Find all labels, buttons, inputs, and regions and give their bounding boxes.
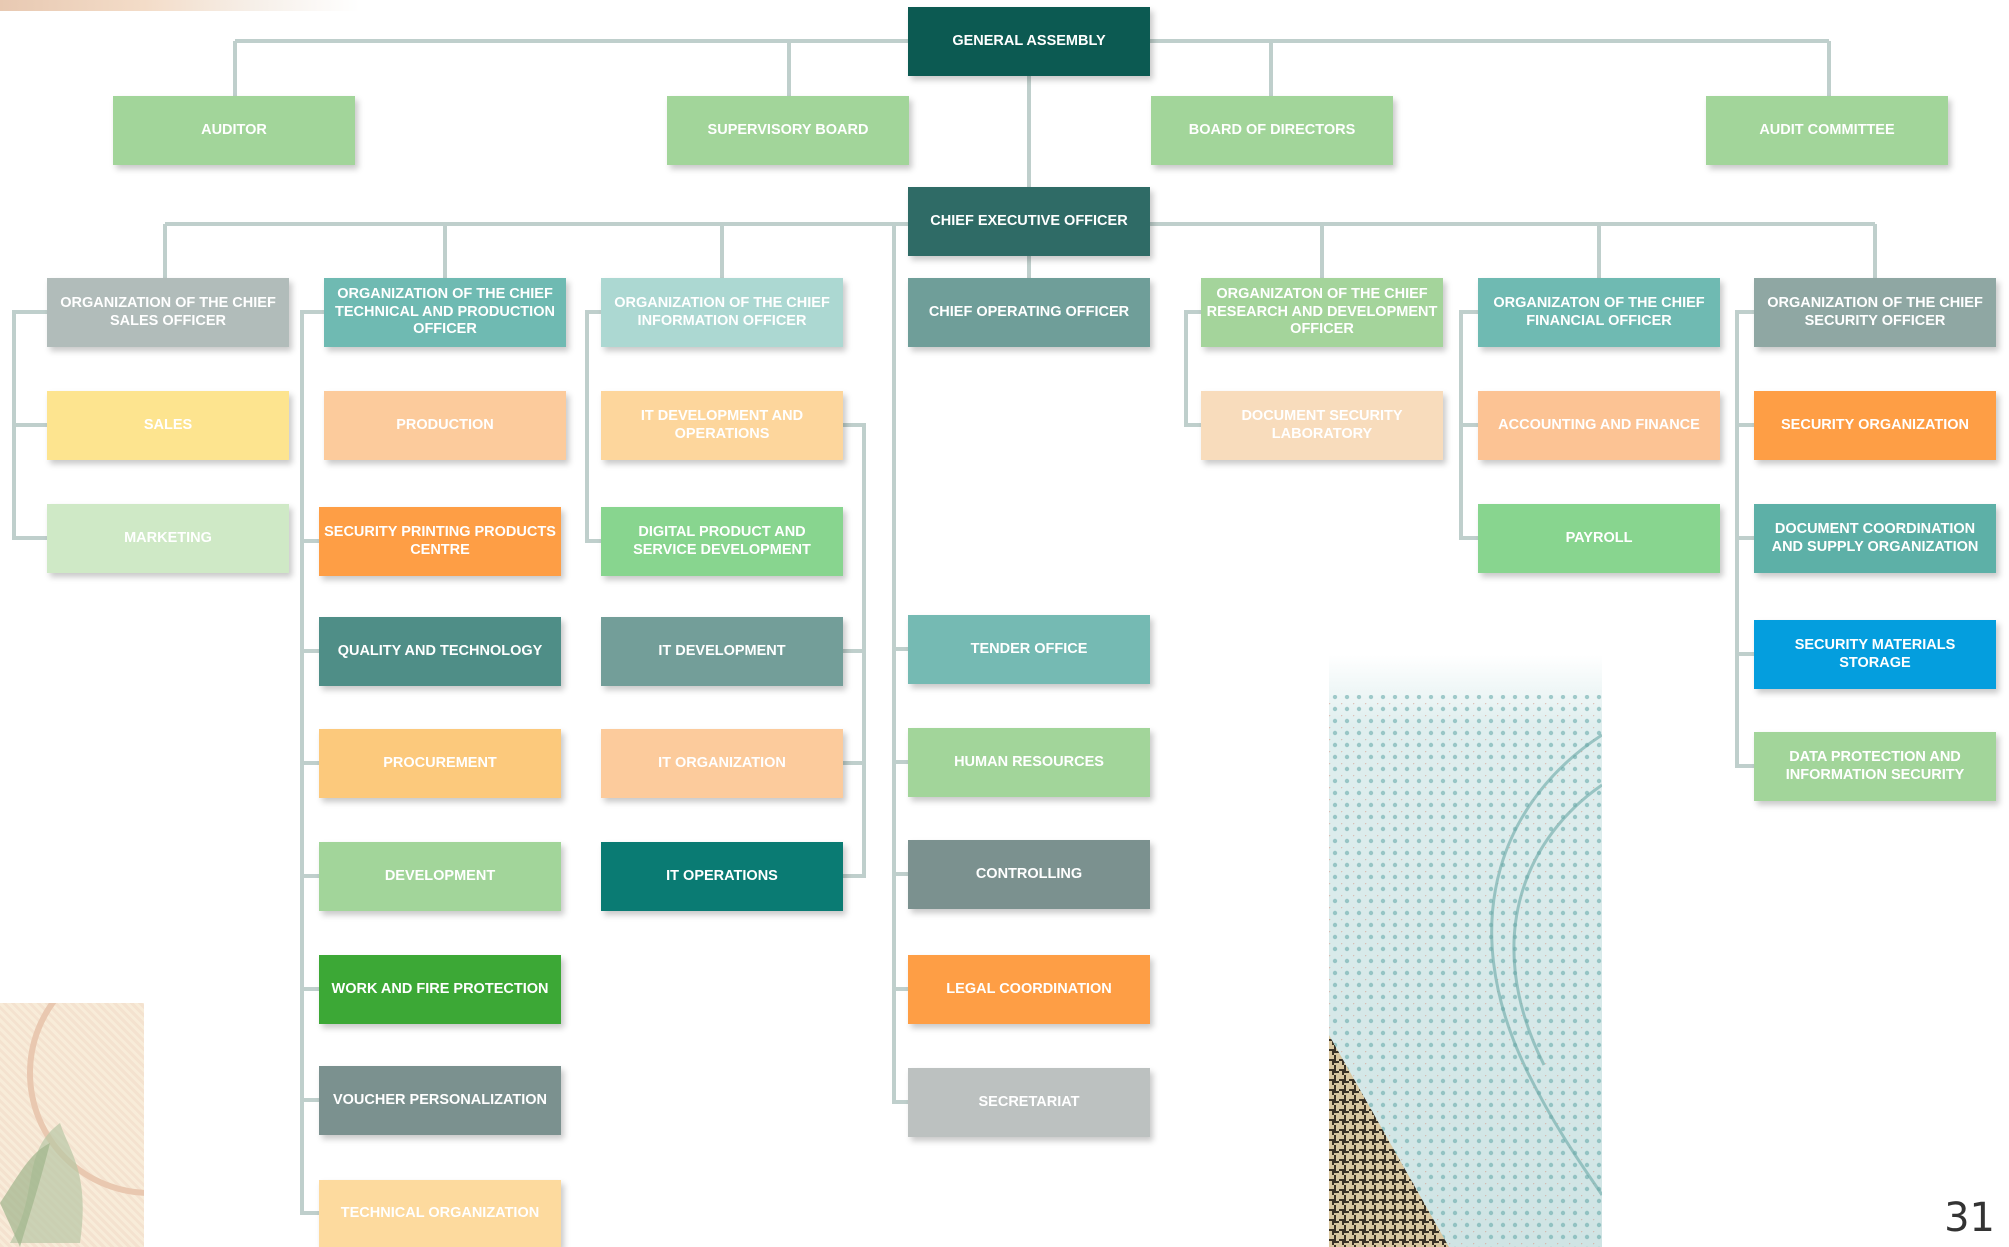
org-box-label: SECURITY MATERIALS STORAGE xyxy=(1794,636,1956,671)
org-box-label: ORGANIZATION OF THE CHIEF SALES OFFICER xyxy=(60,294,276,329)
connector-line xyxy=(585,310,601,543)
org-box-development: DEVELOPMENT xyxy=(319,842,561,911)
org-box-label: ORGANIZATON OF THE CHIEF FINANCIAL OFFIC… xyxy=(1493,294,1705,329)
org-box-ceo: CHIEF EXECUTIVE OFFICER xyxy=(908,187,1150,256)
org-box-human-resources: HUMAN RESOURCES xyxy=(908,728,1150,797)
org-box-secretariat: SECRETARIAT xyxy=(908,1068,1150,1137)
org-box-label: CONTROLLING xyxy=(975,865,1083,882)
org-box-label: TENDER OFFICE xyxy=(970,640,1088,657)
org-box-label: ORGANIZATON OF THE CHIEF RESEARCH AND DE… xyxy=(1206,285,1438,338)
org-box-supervisory-board: SUPERVISORY BOARD xyxy=(667,96,909,165)
org-box-label: IT OPERATIONS xyxy=(666,867,778,884)
org-box-label: ORGANIZATION OF THE CHIEF SECURITY OFFIC… xyxy=(1767,294,1983,329)
connector-line xyxy=(1184,310,1201,427)
org-box-security-printing: SECURITY PRINTING PRODUCTS CENTRE xyxy=(319,507,561,576)
org-box-cio-org: ORGANIZATION OF THE CHIEF INFORMATION OF… xyxy=(601,278,843,347)
org-box-label: DEVELOPMENT xyxy=(384,867,496,884)
org-box-label: DATA PROTECTION AND INFORMATION SECURITY xyxy=(1785,748,1965,783)
org-box-label: DOCUMENT COORDINATION AND SUPPLY ORGANIZ… xyxy=(1771,520,1979,555)
org-box-label: IT DEVELOPMENT AND OPERATIONS xyxy=(640,407,804,442)
org-box-label: DOCUMENT SECURITY LABORATORY xyxy=(1241,407,1403,442)
org-box-label: IT DEVELOPMENT xyxy=(658,642,786,659)
org-box-doc-sec-lab: DOCUMENT SECURITY LABORATORY xyxy=(1201,391,1443,460)
org-box-label: ACCOUNTING AND FINANCE xyxy=(1498,416,1700,433)
decorative-guilloche-panel xyxy=(1329,655,1602,1247)
org-box-general-assembly: GENERAL ASSEMBLY xyxy=(908,7,1150,76)
org-box-label: ORGANIZATION OF THE CHIEF TECHNICAL AND … xyxy=(335,285,555,338)
org-box-technical-org: TECHNICAL ORGANIZATION xyxy=(319,1180,561,1247)
org-box-board-of-directors: BOARD OF DIRECTORS xyxy=(1151,96,1393,165)
org-box-it-dev-ops: IT DEVELOPMENT AND OPERATIONS xyxy=(601,391,843,460)
page-number: 31 xyxy=(1944,1195,1995,1241)
org-box-production: PRODUCTION xyxy=(324,391,566,460)
org-box-coo: CHIEF OPERATING OFFICER xyxy=(908,278,1150,347)
org-box-payroll: PAYROLL xyxy=(1478,504,1720,573)
org-box-label: BOARD OF DIRECTORS xyxy=(1188,121,1356,138)
org-box-audit-committee: AUDIT COMMITTEE xyxy=(1706,96,1948,165)
org-box-label: QUALITY AND TECHNOLOGY xyxy=(337,642,543,659)
org-box-legal: LEGAL COORDINATION xyxy=(908,955,1150,1024)
org-box-label: TECHNICAL ORGANIZATION xyxy=(340,1204,540,1221)
org-box-label: HUMAN RESOURCES xyxy=(954,753,1104,770)
org-box-ctpo-org: ORGANIZATION OF THE CHIEF TECHNICAL AND … xyxy=(324,278,566,347)
org-box-it-development: IT DEVELOPMENT xyxy=(601,617,843,686)
org-box-label: ORGANIZATION OF THE CHIEF INFORMATION OF… xyxy=(614,294,830,329)
decorative-pattern-top xyxy=(0,0,360,11)
org-box-cfo-org: ORGANIZATON OF THE CHIEF FINANCIAL OFFIC… xyxy=(1478,278,1720,347)
org-box-sales: SALES xyxy=(47,391,289,460)
org-box-label: VOUCHER PERSONALIZATION xyxy=(332,1091,548,1108)
org-box-accounting: ACCOUNTING AND FINANCE xyxy=(1478,391,1720,460)
org-box-sec-materials: SECURITY MATERIALS STORAGE xyxy=(1754,620,1996,689)
org-box-label: SALES xyxy=(143,416,193,433)
org-box-label: SECURITY ORGANIZATION xyxy=(1781,416,1969,433)
org-box-it-organization: IT ORGANIZATION xyxy=(601,729,843,798)
connector-line xyxy=(892,224,908,1104)
org-box-auditor: AUDITOR xyxy=(113,96,355,165)
org-box-cso-org: ORGANIZATION OF THE CHIEF SALES OFFICER xyxy=(47,278,289,347)
org-box-label: PRODUCTION xyxy=(396,416,494,433)
org-box-label: SUPERVISORY BOARD xyxy=(707,121,869,138)
org-box-label: IT ORGANIZATION xyxy=(658,754,786,771)
org-box-label: PROCUREMENT xyxy=(383,754,497,771)
decorative-guilloche-left xyxy=(0,1003,144,1247)
org-box-work-fire: WORK AND FIRE PROTECTION xyxy=(319,955,561,1024)
org-box-controlling: CONTROLLING xyxy=(908,840,1150,909)
org-box-label: CHIEF EXECUTIVE OFFICER xyxy=(930,212,1128,229)
org-box-label: DIGITAL PRODUCT AND SERVICE DEVELOPMENT xyxy=(633,523,811,558)
org-box-label: CHIEF OPERATING OFFICER xyxy=(928,303,1130,320)
org-box-data-protection: DATA PROTECTION AND INFORMATION SECURITY xyxy=(1754,732,1996,801)
org-box-voucher: VOUCHER PERSONALIZATION xyxy=(319,1066,561,1135)
org-box-crdo-org: ORGANIZATON OF THE CHIEF RESEARCH AND DE… xyxy=(1201,278,1443,347)
org-box-security-org: SECURITY ORGANIZATION xyxy=(1754,391,1996,460)
org-box-procurement: PROCUREMENT xyxy=(319,729,561,798)
org-box-tender-office: TENDER OFFICE xyxy=(908,615,1150,684)
org-box-it-operations: IT OPERATIONS xyxy=(601,842,843,911)
org-box-label: AUDITOR xyxy=(201,121,267,138)
org-box-quality: QUALITY AND TECHNOLOGY xyxy=(319,617,561,686)
org-box-marketing: MARKETING xyxy=(47,504,289,573)
org-box-label: GENERAL ASSEMBLY xyxy=(952,32,1106,49)
org-box-label: LEGAL COORDINATION xyxy=(946,980,1112,997)
org-box-csec-org: ORGANIZATION OF THE CHIEF SECURITY OFFIC… xyxy=(1754,278,1996,347)
org-box-label: MARKETING xyxy=(124,529,212,546)
org-box-label: SECRETARIAT xyxy=(978,1093,1080,1110)
org-box-label: AUDIT COMMITTEE xyxy=(1759,121,1895,138)
org-box-label: WORK AND FIRE PROTECTION xyxy=(331,980,549,997)
org-box-digital-product: DIGITAL PRODUCT AND SERVICE DEVELOPMENT xyxy=(601,507,843,576)
org-box-label: SECURITY PRINTING PRODUCTS CENTRE xyxy=(324,523,556,558)
org-box-doc-coord: DOCUMENT COORDINATION AND SUPPLY ORGANIZ… xyxy=(1754,504,1996,573)
org-box-label: PAYROLL xyxy=(1565,529,1633,546)
